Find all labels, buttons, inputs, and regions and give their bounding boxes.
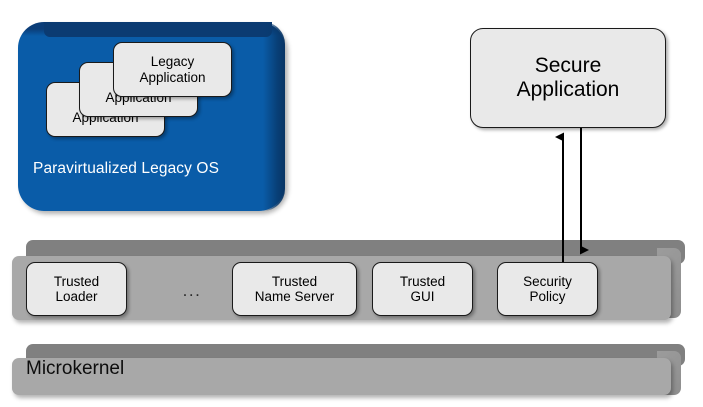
microkernel-band-front-face [12, 358, 671, 395]
trusted-loader-label: Trusted Loader [53, 273, 100, 304]
legacy-os-top-face [44, 22, 272, 37]
trusted-name-server-box[interactable]: Trusted Name Server [232, 262, 357, 316]
legacy-application-box-3[interactable]: Legacy Application [113, 42, 232, 97]
services-ellipsis: ... [182, 281, 202, 300]
legacy-application-label-3: Legacy Application [139, 54, 206, 85]
security-policy-box[interactable]: Security Policy [497, 262, 598, 316]
security-policy-label: Security Policy [523, 273, 572, 304]
secure-application-label: Secure Application [516, 54, 620, 101]
trusted-loader-box[interactable]: Trusted Loader [26, 262, 127, 316]
microkernel-band [0, 344, 703, 395]
secure-application-box[interactable]: Secure Application [470, 28, 666, 128]
legacy-os-side-face [263, 22, 285, 211]
trusted-name-server-label: Trusted Name Server [254, 273, 335, 304]
microkernel-label: Microkernel [26, 358, 125, 379]
paravirtualized-legacy-os-label: Paravirtualized Legacy OS [33, 160, 220, 177]
trusted-gui-label: Trusted GUI [399, 273, 446, 304]
trusted-gui-box[interactable]: Trusted GUI [372, 262, 473, 316]
